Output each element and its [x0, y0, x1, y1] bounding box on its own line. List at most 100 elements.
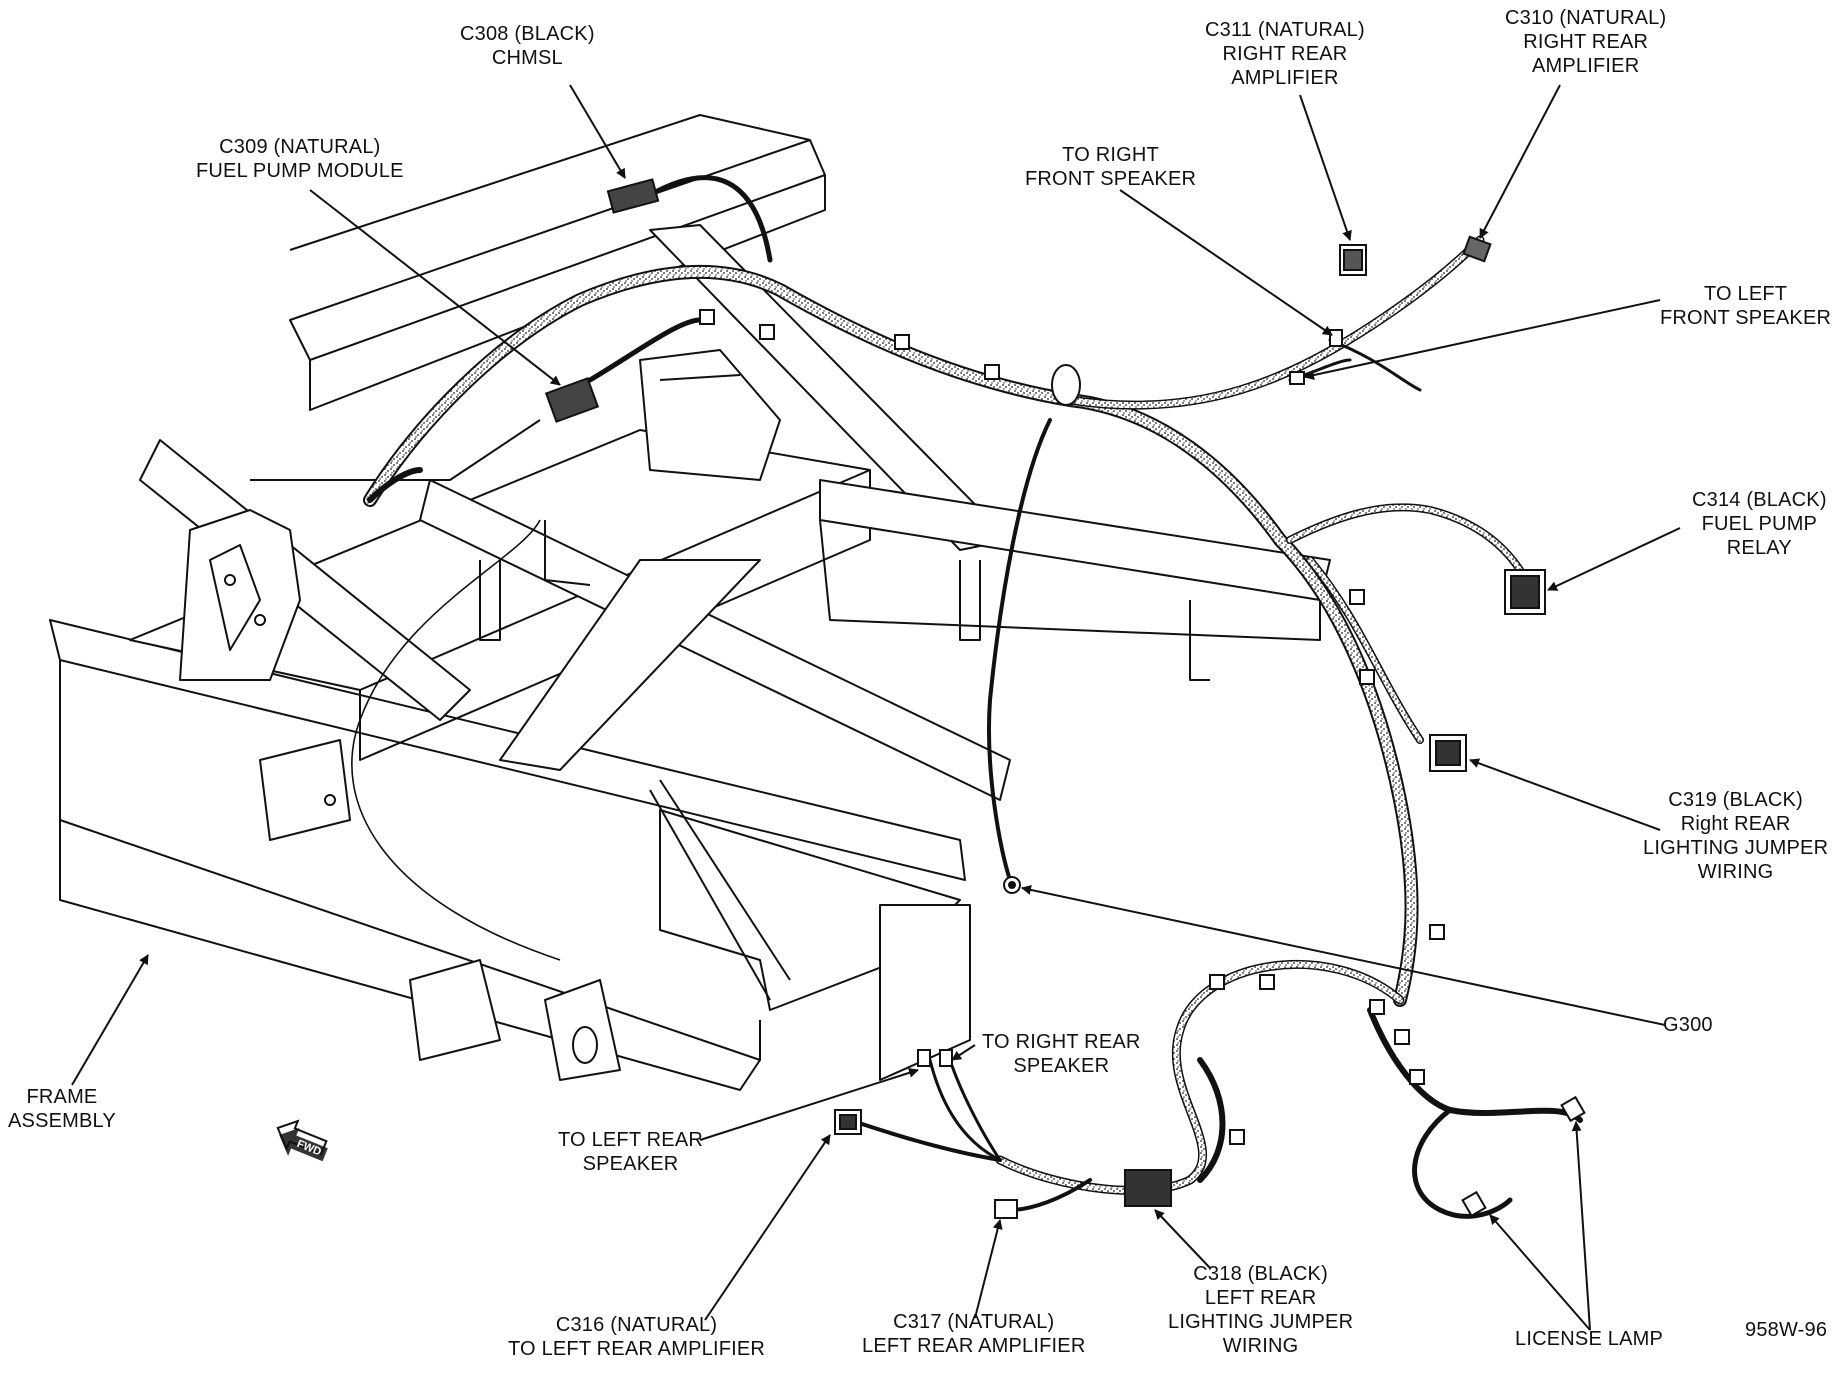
label-c318-line4: WIRING [1222, 1335, 1299, 1357]
label-c319-line2: Right REAR [1680, 813, 1791, 835]
leader-c308 [569, 84, 626, 179]
label-c310-line1: C310 (NATURAL) [1505, 7, 1667, 29]
label-c317-line2: LEFT REAR AMPLIFIER [862, 1335, 1086, 1357]
label-c308-line2: CHMSL [491, 47, 563, 69]
leader-c317 [974, 1219, 1003, 1319]
label-c310-line2: RIGHT REAR [1523, 31, 1649, 53]
leader-license-lamp-2 [1571, 1121, 1591, 1331]
label-c309-line2: FUEL PUMP MODULE [196, 160, 404, 182]
connector-c316-icon [834, 1109, 862, 1135]
wire-g300 [987, 418, 1052, 882]
leader-left-rear-speaker [699, 1067, 919, 1141]
branch-license-lamp [1367, 1007, 1583, 1123]
label-right-rear-speaker-line2: SPEAKER [1013, 1055, 1110, 1077]
leader-c310 [1479, 84, 1561, 239]
label-frame-assembly-line1: FRAME [26, 1086, 98, 1108]
label-c311: C311 (NATURAL) RIGHT REAR AMPLIFIER [1205, 18, 1365, 90]
label-frame-assembly-line2: ASSEMBLY [8, 1110, 116, 1132]
label-c318-line3: LIGHTING JUMPER [1168, 1311, 1354, 1333]
label-c310-line3: AMPLIFIER [1531, 55, 1640, 77]
label-c314: C314 (BLACK) FUEL PUMP RELAY [1692, 488, 1827, 560]
connector-c310-icon [1462, 235, 1492, 263]
label-c317-line1: C317 (NATURAL) [893, 1311, 1055, 1333]
label-right-rear-speaker-line1: TO RIGHT REAR [982, 1031, 1141, 1053]
cross-member-x [419, 479, 1011, 801]
label-c319-line1: C319 (BLACK) [1668, 789, 1803, 811]
wire-c316 [848, 1118, 1002, 1162]
speaker-terminal-icon [917, 329, 1343, 1067]
label-c311-line1: C311 (NATURAL) [1205, 19, 1365, 41]
label-frame-assembly: FRAME ASSEMBLY [8, 1085, 116, 1133]
connector-c309-icon [544, 377, 600, 423]
label-left-front-speaker-line1: TO LEFT [1703, 283, 1788, 305]
center-bracket [259, 739, 351, 841]
wire-front-speakers [1328, 338, 1422, 392]
leader-c311 [1299, 94, 1352, 241]
label-left-front-speaker: TO LEFT FRONT SPEAKER [1660, 282, 1831, 330]
label-c316-line2: TO LEFT REAR AMPLIFIER [508, 1338, 766, 1360]
label-c309-line1: C309 (NATURAL) [219, 136, 381, 158]
branch-c318 [1197, 1057, 1226, 1183]
leader-right-rear-speaker [951, 1044, 976, 1061]
label-license-lamp-text: LICENSE LAMP [1515, 1328, 1664, 1350]
connector-c314-icon [1504, 569, 1546, 615]
left-bracket [179, 509, 301, 681]
label-c314-line1: C314 (BLACK) [1692, 489, 1827, 511]
fuel-tank-bracket [639, 349, 781, 481]
label-license-lamp: LICENSE LAMP [1515, 1327, 1663, 1351]
leader-c314 [1547, 527, 1681, 591]
label-c311-line2: RIGHT REAR [1222, 43, 1348, 65]
label-right-front-speaker-line1: TO RIGHT [1062, 144, 1159, 166]
leader-lines [71, 84, 1681, 1331]
label-g300-text: G300 [1663, 1014, 1713, 1036]
connector-c308-icon [606, 178, 660, 214]
ground-terminal-g300-icon [1003, 876, 1021, 894]
frame-assembly-drawing [49, 114, 1331, 1091]
leader-right-front-speaker [1119, 189, 1333, 336]
label-c316: C316 (NATURAL) TO LEFT REAR AMPLIFIER [508, 1313, 765, 1361]
label-c318: C318 (BLACK) LEFT REAR LIGHTING JUMPER W… [1168, 1262, 1353, 1358]
label-c314-line2: FUEL PUMP [1701, 513, 1818, 535]
label-right-front-speaker-line2: FRONT SPEAKER [1025, 168, 1197, 190]
leader-c319 [1469, 758, 1661, 831]
diagonal-brace [139, 439, 471, 721]
label-figure-id-text: 958W-96 [1745, 1319, 1828, 1341]
fwd-arrow-icon: FWD [276, 1119, 328, 1162]
label-left-rear-speaker: TO LEFT REAR SPEAKER [558, 1128, 703, 1176]
label-c318-line2: LEFT REAR [1204, 1287, 1317, 1309]
connectors [544, 178, 1586, 1219]
mount-bracket [409, 959, 501, 1061]
leader-c318 [1154, 1209, 1211, 1269]
label-c318-line1: C318 (BLACK) [1193, 1263, 1328, 1285]
leader-c316 [704, 1134, 831, 1321]
leader-frame-assembly [71, 954, 149, 1086]
harness-clip-icon [699, 309, 1445, 1145]
connector-c311-icon [1339, 244, 1367, 276]
label-figure-id: 958W-96 [1745, 1318, 1827, 1342]
label-c317: C317 (NATURAL) LEFT REAR AMPLIFIER [862, 1310, 1086, 1358]
leader-c309 [309, 189, 561, 386]
wire-rear-speakers [928, 1058, 1002, 1162]
connector-c318-icon [1124, 1169, 1172, 1207]
label-right-front-speaker: TO RIGHT FRONT SPEAKER [1025, 143, 1196, 191]
wire-c309 [587, 317, 703, 383]
connector-c317-icon [994, 1199, 1018, 1219]
label-c310: C310 (NATURAL) RIGHT REAR AMPLIFIER [1505, 6, 1666, 78]
label-c309: C309 (NATURAL) FUEL PUMP MODULE [196, 135, 404, 183]
label-c316-line1: C316 (NATURAL) [555, 1314, 718, 1336]
label-c314-line3: RELAY [1726, 537, 1792, 559]
label-g300: G300 [1663, 1013, 1713, 1037]
label-left-rear-speaker-line2: SPEAKER [582, 1153, 679, 1175]
label-left-front-speaker-line2: FRONT SPEAKER [1660, 307, 1832, 329]
leader-g300 [1021, 884, 1666, 1026]
label-right-rear-speaker: TO RIGHT REAR SPEAKER [982, 1030, 1141, 1078]
connector-c319-icon [1429, 734, 1467, 772]
license-lamp-socket-icon [1461, 1095, 1586, 1218]
label-c308-line1: C308 (BLACK) [460, 23, 595, 45]
leader-license-lamp-1 [1489, 1214, 1591, 1331]
label-left-rear-speaker-line1: TO LEFT REAR [558, 1129, 704, 1151]
wire-c308 [647, 175, 773, 263]
label-c319-line4: WIRING [1697, 861, 1774, 883]
label-c319: C319 (BLACK) Right REAR LIGHTING JUMPER … [1643, 788, 1828, 884]
